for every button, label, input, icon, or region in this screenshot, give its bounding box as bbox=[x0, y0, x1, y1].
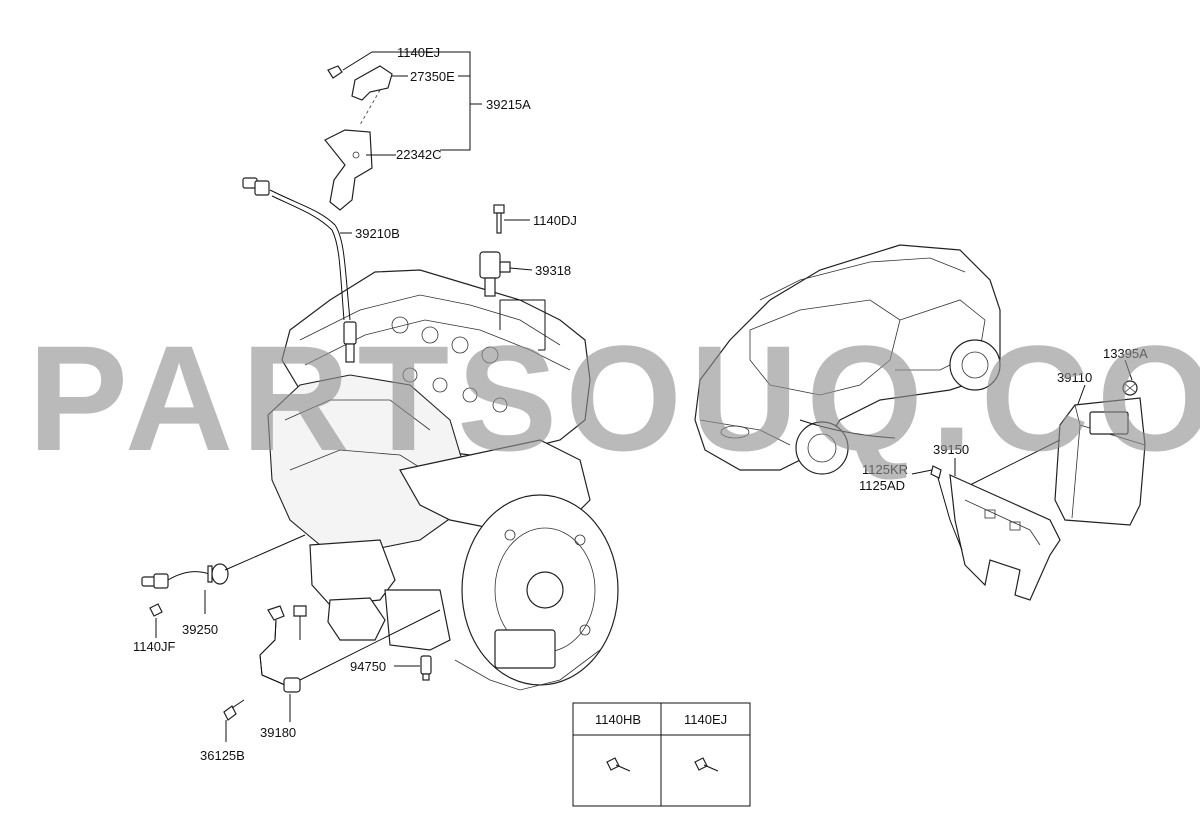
sensor-94750 bbox=[420, 655, 432, 681]
label-39150: 39150 bbox=[933, 442, 969, 457]
engine-assembly bbox=[267, 269, 619, 691]
cam-sensor-39318 bbox=[479, 204, 546, 351]
oxygen-sensor-39250 bbox=[141, 534, 306, 617]
label-27350E: 27350E bbox=[410, 69, 455, 84]
leader-lines bbox=[155, 51, 1133, 742]
label-22342C: 22342C bbox=[396, 147, 442, 162]
legend-header-1140EJ: 1140EJ bbox=[684, 712, 727, 727]
label-39250: 39250 bbox=[182, 622, 218, 637]
label-36125B: 36125B bbox=[200, 748, 245, 763]
bolt-icon bbox=[606, 757, 631, 772]
label-13395A: 13395A bbox=[1103, 346, 1148, 361]
watermark-text: PARTSOUQ.COM bbox=[28, 314, 1200, 482]
label-39215A: 39215A bbox=[486, 97, 531, 112]
label-1125AD: 1125AD bbox=[859, 478, 905, 493]
label-39318: 39318 bbox=[535, 263, 571, 278]
fastener-legend-table: 1140HB 1140EJ bbox=[572, 702, 751, 807]
bracket-assembly-39215A bbox=[324, 65, 393, 211]
label-39110: 39110 bbox=[1057, 370, 1092, 385]
bolt-1140EJ-top bbox=[327, 65, 343, 79]
callout-labels: 1140EJ 27350E 39215A 22342C 39210B 1140D… bbox=[133, 45, 1148, 763]
label-1140DJ: 1140DJ bbox=[533, 213, 577, 228]
ecu-39110 bbox=[959, 380, 1146, 526]
label-39180: 39180 bbox=[260, 725, 296, 740]
bolt-icon bbox=[694, 757, 719, 772]
label-94750: 94750 bbox=[350, 659, 386, 674]
label-1140EJ: 1140EJ bbox=[397, 45, 440, 60]
sensor-39180 bbox=[223, 605, 441, 721]
label-1125KR: 1125KR bbox=[862, 462, 908, 477]
bracket-22342C bbox=[324, 129, 373, 211]
label-39210B: 39210B bbox=[355, 226, 400, 241]
legend-header-1140HB: 1140HB bbox=[595, 712, 641, 727]
ecu-bracket-39150 bbox=[930, 465, 1061, 601]
label-1140JF: 1140JF bbox=[133, 639, 175, 654]
oxygen-sensor-39210B bbox=[242, 177, 357, 363]
vehicle-illustration bbox=[694, 244, 1001, 475]
bracket-27350E bbox=[351, 65, 393, 101]
